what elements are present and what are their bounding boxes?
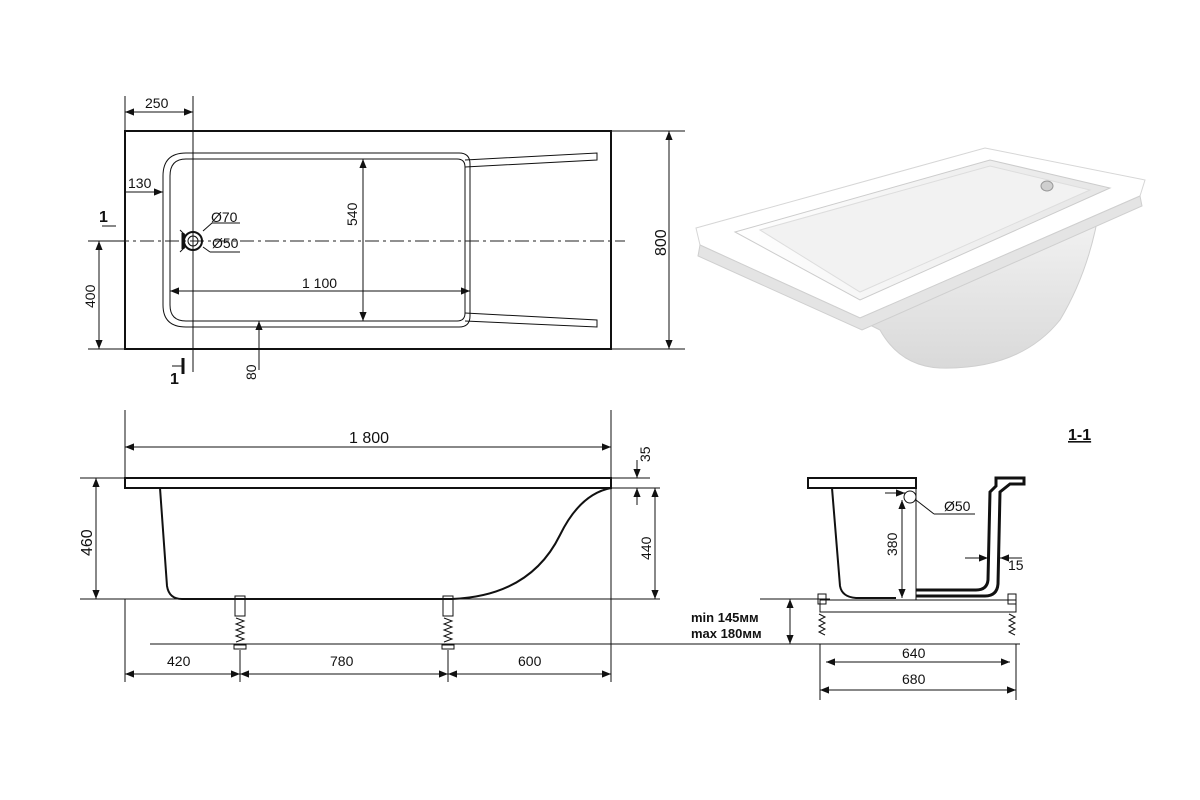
side-view: 1 800 35 460 440 bbox=[79, 410, 1020, 682]
drain-outlet-inner bbox=[187, 235, 199, 247]
leader-50 bbox=[202, 246, 211, 253]
section-mark-top: 1 bbox=[99, 209, 108, 226]
section-wall-left bbox=[831, 487, 896, 599]
section-wall-cut bbox=[916, 476, 1026, 598]
dim-1800: 1 800 bbox=[349, 430, 389, 447]
dim-130: 130 bbox=[128, 175, 152, 191]
leg-min: min 145мм bbox=[691, 610, 759, 625]
leg-right bbox=[441, 595, 455, 650]
dim-800: 800 bbox=[653, 229, 670, 256]
support-frame bbox=[819, 599, 1017, 613]
leg-left bbox=[233, 595, 247, 650]
back-slope-bottom bbox=[464, 312, 598, 328]
dim-540: 540 bbox=[344, 202, 360, 226]
section-rim bbox=[807, 477, 917, 489]
overflow-label: Ø50 bbox=[944, 498, 971, 514]
dim-250: 250 bbox=[145, 95, 169, 111]
tub-render bbox=[695, 147, 1146, 369]
section-leg-right bbox=[1007, 613, 1017, 636]
dim-640: 640 bbox=[902, 645, 926, 661]
side-rim bbox=[124, 477, 612, 489]
side-body bbox=[159, 487, 612, 600]
dim-440: 440 bbox=[638, 536, 654, 560]
tub-outline-top bbox=[124, 130, 612, 350]
dim-420: 420 bbox=[167, 653, 191, 669]
dim-780: 780 bbox=[330, 653, 354, 669]
overflow-outlet bbox=[903, 490, 917, 504]
section-title: 1-1 bbox=[1068, 427, 1091, 444]
overflow-hole-icon bbox=[1040, 180, 1054, 192]
dim-400: 400 bbox=[82, 284, 98, 308]
outlet-outer-label: Ø70 bbox=[211, 209, 238, 225]
dim-35: 35 bbox=[637, 446, 653, 462]
section-mark-bottom: 1 bbox=[170, 371, 179, 388]
section-view: 1-1 Ø50 380 15 640 680 bbox=[807, 427, 1091, 700]
dim-80: 80 bbox=[243, 364, 259, 380]
dim-680: 680 bbox=[902, 671, 926, 687]
outlet-inner-label: Ø50 bbox=[212, 235, 239, 251]
section-leg-left bbox=[817, 613, 827, 636]
top-view: Ø70 Ø50 250 130 540 1 100 400 80 800 1 bbox=[82, 95, 685, 388]
back-slope-top bbox=[464, 152, 598, 168]
leg-max: max 180мм bbox=[691, 626, 762, 641]
dim-15: 15 bbox=[1008, 557, 1024, 573]
dim-460: 460 bbox=[79, 529, 96, 556]
basin-outline-inner bbox=[169, 158, 466, 322]
dim-380: 380 bbox=[884, 532, 900, 556]
leader-70 bbox=[202, 222, 213, 232]
basin-outline-outer bbox=[162, 152, 471, 328]
dim-600: 600 bbox=[518, 653, 542, 669]
dim-1100: 1 100 bbox=[302, 275, 337, 291]
